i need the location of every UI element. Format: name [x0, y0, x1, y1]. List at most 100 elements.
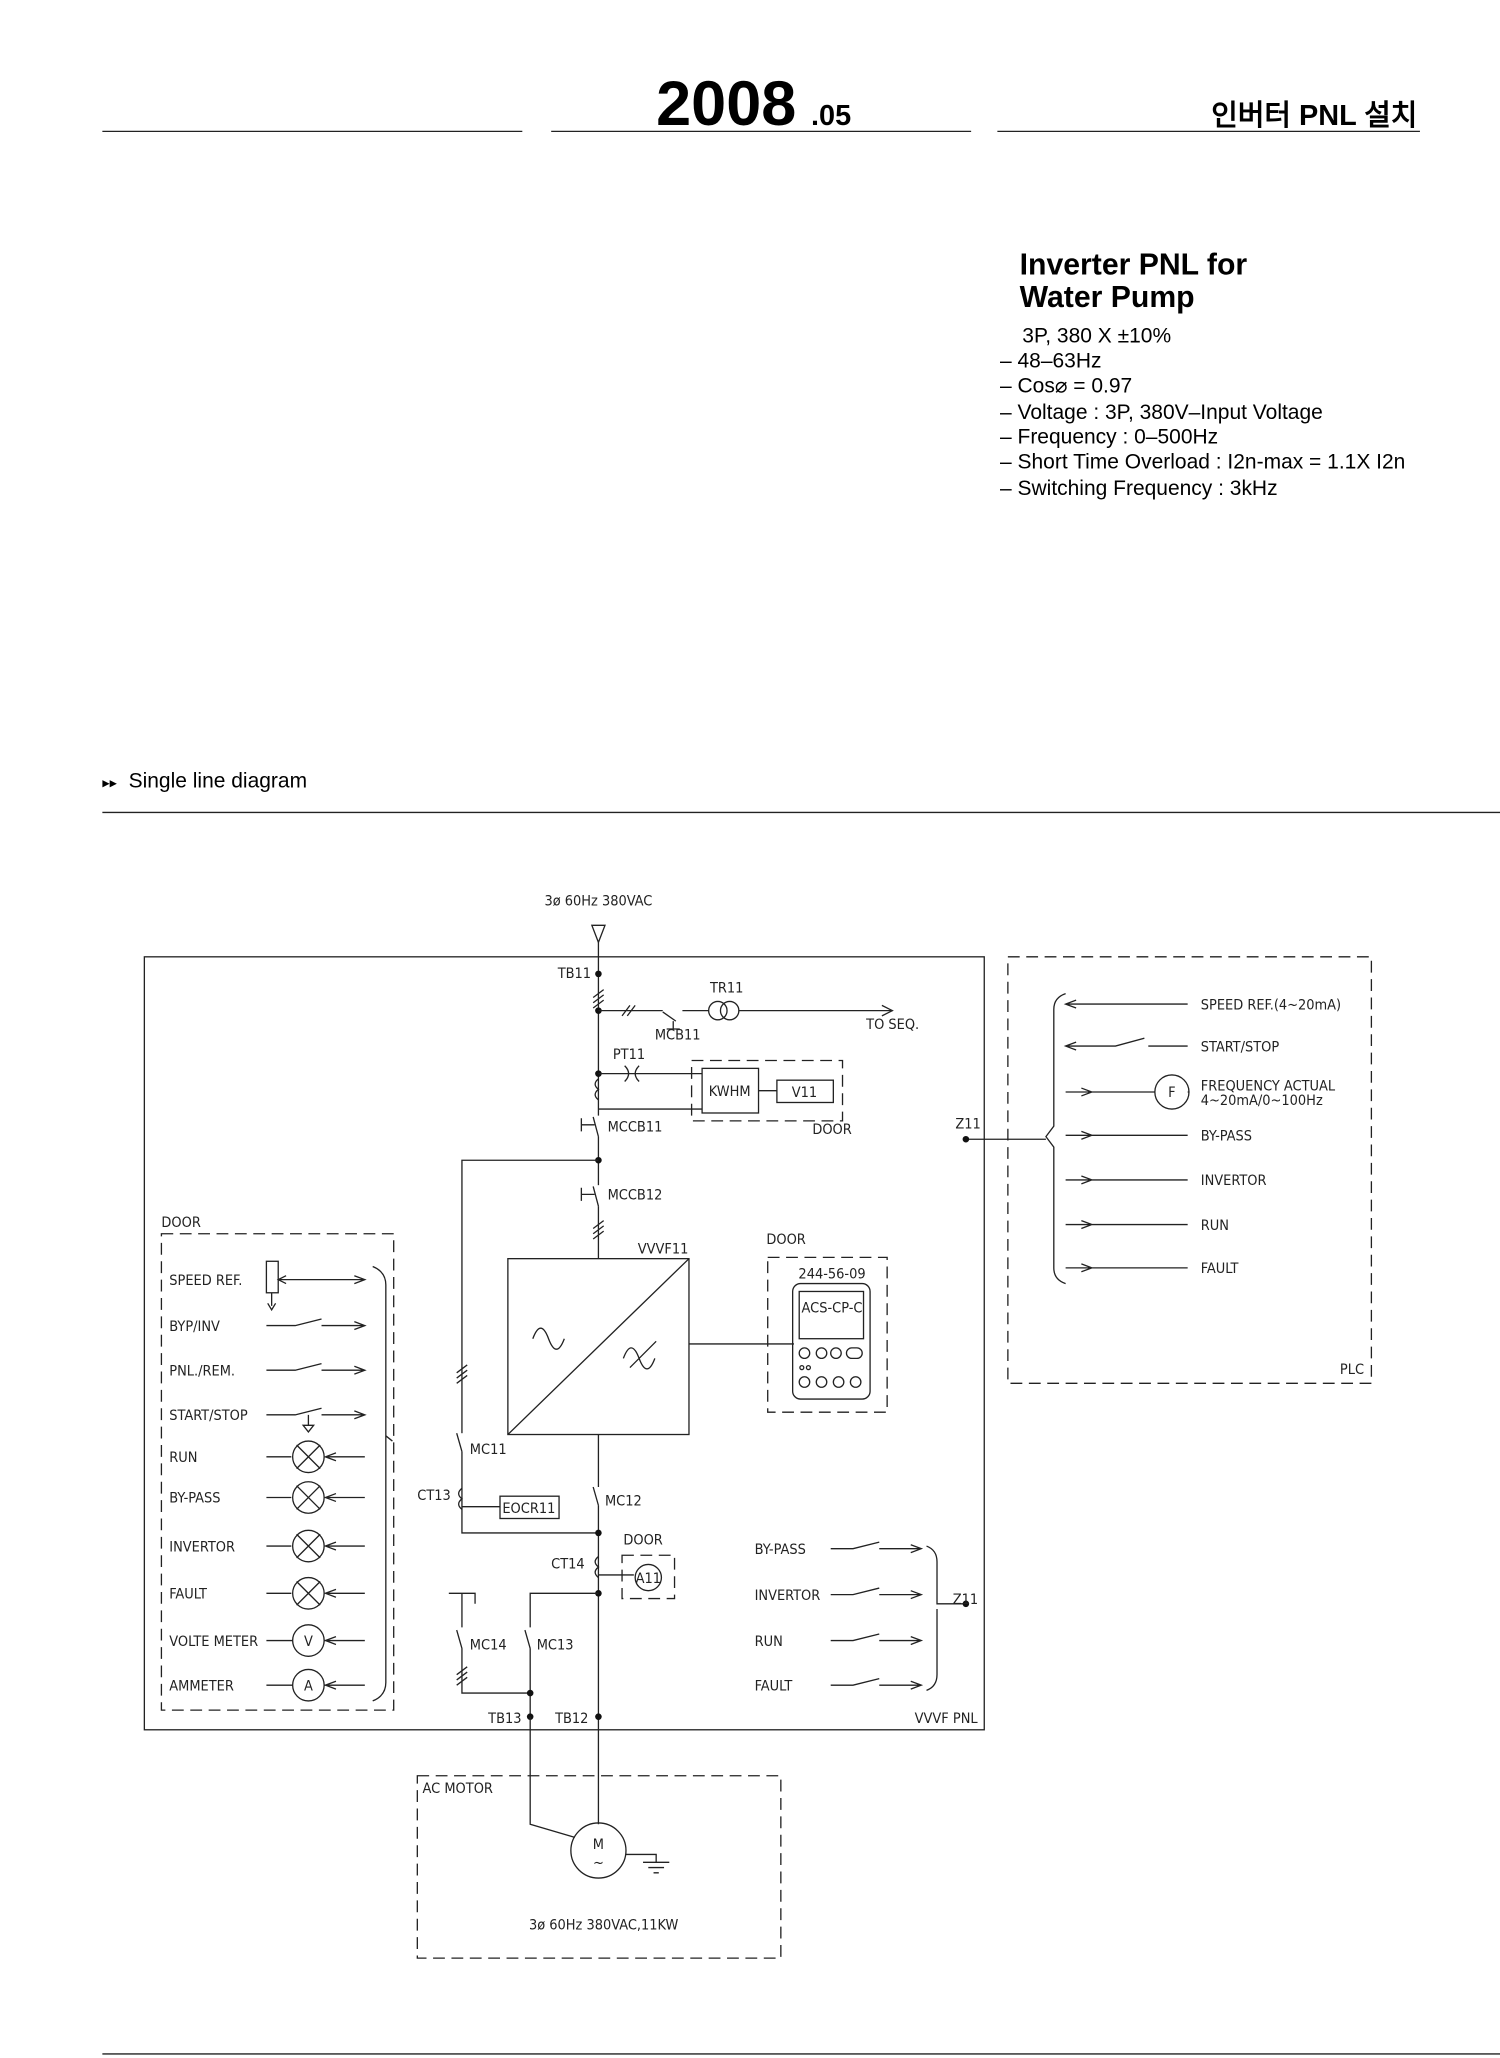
door-item-label: AMMETER	[169, 1678, 234, 1694]
output-contact-icon	[830, 1587, 924, 1600]
door-item-label: BY-PASS	[169, 1491, 220, 1507]
door-item-label: PNL./REM.	[169, 1363, 235, 1379]
freq-sub-label: 4~20mA/0~100Hz	[1201, 1093, 1323, 1109]
output-contact-icon	[830, 1633, 924, 1646]
ct14-label: CT14	[551, 1556, 585, 1572]
svg-text:244-56-09: 244-56-09	[798, 1266, 865, 1282]
output-item-label: FAULT	[755, 1678, 793, 1694]
door-label-keypad: DOOR	[766, 1232, 805, 1248]
plc-item-label: FAULT	[1201, 1261, 1239, 1277]
lamp-line	[266, 1581, 365, 1606]
meter-symbol: V	[304, 1634, 313, 1650]
mccb11-label: MCCB11	[608, 1119, 663, 1135]
keypad-icon: 244-56-09 ACS-CP-C	[791, 1266, 871, 1400]
mc13-label: MC13	[537, 1638, 574, 1654]
header-month: .05	[811, 100, 851, 132]
plc-item-label: SPEED REF.(4~20mA)	[1201, 997, 1341, 1013]
spec-0: 3P, 380 X ±10%	[1022, 325, 1171, 348]
potentiometer-icon	[265, 1260, 279, 1294]
mcb11-label: MCB11	[655, 1027, 701, 1043]
supply-label: 3ø 60Hz 380VAC	[544, 894, 652, 910]
vvvf11-label: VVVF11	[638, 1241, 689, 1257]
output-item-label: INVERTOR	[755, 1588, 821, 1604]
product-title-1: Inverter PNL for	[1020, 248, 1248, 281]
lamp-icon	[291, 1576, 325, 1610]
section-marker: ▸▸	[102, 776, 116, 792]
product-title-2: Water Pump	[1020, 281, 1195, 314]
spec-3: – Voltage : 3P, 380V–Input Voltage	[1000, 401, 1323, 424]
z11-label-plc: Z11	[955, 1117, 980, 1133]
output-item-label: RUN	[755, 1634, 783, 1650]
kwhm-label: KWHM	[709, 1084, 751, 1100]
door-item-label: RUN	[169, 1450, 197, 1466]
door-item-label: SPEED REF.	[169, 1273, 242, 1289]
door-label-meter: DOOR	[812, 1122, 851, 1138]
plc-item-label: RUN	[1201, 1218, 1229, 1234]
motor-spec-label: 3ø 60Hz 380VAC,11KW	[529, 1917, 679, 1933]
tb12-label: TB12	[554, 1711, 588, 1727]
output-item-label: BY-PASS	[755, 1542, 806, 1558]
eocr11-label: EOCR11	[502, 1501, 555, 1517]
plc-item-label: INVERTOR	[1201, 1173, 1267, 1189]
supply-terminal-icon	[590, 924, 606, 945]
frequency-meter-icon	[1154, 1074, 1190, 1110]
freq-f-label: F	[1168, 1085, 1175, 1101]
header-year: 2008	[656, 69, 796, 139]
lamp-line	[266, 1444, 365, 1470]
tb11-label: TB11	[557, 966, 591, 982]
tb13-label: TB13	[487, 1711, 521, 1727]
spec-5: – Short Time Overload : I2n-max = 1.1X I…	[1000, 451, 1405, 474]
ground-icon	[625, 1853, 670, 1874]
lamp-icon	[291, 1440, 325, 1474]
svg-text:~: ~	[593, 1856, 604, 1872]
voltmeter-icon	[291, 1624, 325, 1657]
plc-signal-line	[1063, 999, 1188, 1009]
lamp-icon	[291, 1481, 325, 1514]
plc-box	[1007, 956, 1373, 1384]
to-seq-label: TO SEQ.	[865, 1017, 919, 1033]
door-label-a11: DOOR	[623, 1533, 662, 1549]
plc-item-label: START/STOP	[1201, 1039, 1280, 1055]
plc-label: PLC	[1340, 1362, 1364, 1378]
pt11-label: PT11	[613, 1047, 645, 1063]
spec-4: – Frequency : 0–500Hz	[1000, 426, 1218, 449]
lamp-line	[266, 1533, 365, 1559]
ct13-label: CT13	[417, 1488, 451, 1504]
meter-line	[266, 1680, 365, 1690]
spec-2: – Cos⌀ = 0.97	[1000, 375, 1132, 398]
section-title: Single line diagram	[129, 770, 307, 793]
lamp-icon	[291, 1529, 325, 1563]
ac-motor-label: AC MOTOR	[423, 1781, 493, 1797]
a11-label: A11	[636, 1571, 661, 1587]
plc-signal-line	[1065, 1175, 1188, 1185]
page-header: 2008 .05 인버터 PNL 설치	[102, 69, 1420, 139]
plc-signal-line	[1065, 1263, 1188, 1273]
switch-icon	[266, 1407, 367, 1433]
svg-text:ACS-CP-C: ACS-CP-C	[802, 1300, 863, 1316]
plc-item-label: BY-PASS	[1201, 1129, 1252, 1145]
lamp-line	[266, 1485, 365, 1510]
svg-text:M: M	[593, 1837, 604, 1853]
ammeter-icon	[291, 1668, 325, 1702]
mc14-label: MC14	[470, 1638, 507, 1654]
header-title: 인버터 PNL 설치	[1211, 100, 1417, 132]
plc-signal-line	[1063, 1037, 1188, 1051]
ac-motor-box	[416, 1775, 782, 1959]
door-box-controls	[160, 1233, 395, 1711]
product-info: Inverter PNL for Water Pump 3P, 380 X ±1…	[1000, 248, 1405, 499]
spec-6: – Switching Frequency : 3kHz	[1000, 477, 1278, 500]
plc-signal-line	[1065, 1130, 1188, 1140]
door-item-label: START/STOP	[169, 1408, 248, 1424]
door-item-label: BYP/INV	[169, 1319, 220, 1335]
plc-signal-line	[1065, 1219, 1188, 1230]
spec-1: – 48–63Hz	[1000, 350, 1102, 373]
meter-line	[266, 1635, 365, 1646]
plc-item-label: FREQUENCY ACTUAL	[1201, 1079, 1336, 1095]
tr11-label: TR11	[709, 980, 743, 996]
vvvf-pnl-label: VVVF PNL	[915, 1711, 979, 1727]
output-contact-icon	[830, 1541, 924, 1554]
meter-symbol: A	[304, 1678, 313, 1694]
switch-icon	[266, 1363, 367, 1375]
motor-icon	[570, 1822, 627, 1879]
